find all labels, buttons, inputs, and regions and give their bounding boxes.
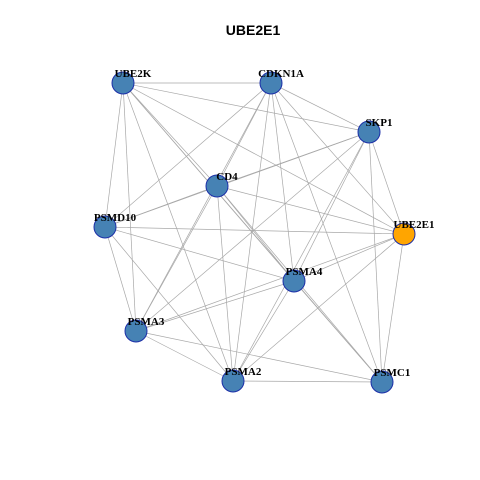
- node-psmc1: [370, 370, 394, 394]
- edge-psmd10-psma2: [104, 226, 234, 382]
- node-ube2e1: [392, 222, 416, 246]
- node-label-psma2: PSMA2: [225, 366, 262, 378]
- edge-ube2e1-psma4: [293, 233, 405, 282]
- edge-cd4-psma2: [216, 185, 234, 382]
- edge-skp1-ube2e1: [368, 131, 405, 235]
- edge-cd4-psmd10: [104, 185, 218, 228]
- edge-cdkn1a-psma3: [135, 82, 272, 332]
- edge-cdkn1a-psma4: [270, 82, 295, 282]
- edge-ube2k-psma2: [122, 82, 234, 382]
- diagram-title: UBE2E1: [226, 22, 281, 38]
- edge-psma4-psma3: [135, 280, 295, 332]
- node-label-skp1: SKP1: [366, 117, 393, 129]
- node-label-cd4: CD4: [216, 171, 238, 183]
- node-label-cdkn1a: CDKN1A: [258, 68, 304, 80]
- edge-layer: [104, 82, 405, 383]
- node-psma4: [282, 269, 306, 293]
- node-skp1: [357, 120, 381, 144]
- edge-ube2k-ube2e1: [122, 82, 405, 235]
- label-layer: UBE2K CDKN1A SKP1CD4PSMD10UBE2E1PSMA4PSMA3…: [94, 68, 435, 379]
- edge-psma4-psmc1: [293, 280, 383, 383]
- node-label-psmd10: PSMD10: [94, 212, 137, 224]
- edge-cdkn1a-skp1: [270, 82, 370, 133]
- edge-ube2e1-psma2: [232, 233, 405, 382]
- edge-skp1-psma3: [135, 131, 370, 332]
- edge-psmd10-ube2e1: [104, 226, 405, 235]
- edge-cd4-psma4: [216, 185, 295, 282]
- edge-ube2e1-psmc1: [381, 233, 405, 383]
- edge-psma2-psmc1: [232, 380, 383, 383]
- node-label-psmc1: PSMC1: [374, 367, 411, 379]
- edge-psmd10-psma3: [104, 226, 137, 332]
- node-layer: [93, 71, 416, 394]
- node-psmd10: [93, 215, 117, 239]
- edge-ube2k-skp1: [122, 82, 370, 133]
- node-label-ube2k: UBE2K: [115, 68, 152, 80]
- edge-psma4-psma2: [232, 280, 295, 382]
- edge-ube2k-psma3: [122, 82, 137, 332]
- edge-cd4-ube2e1: [216, 185, 405, 235]
- node-ube2k: [111, 71, 135, 95]
- edge-skp1-psma4: [293, 131, 370, 282]
- node-psma2: [221, 369, 245, 393]
- edge-ube2e1-psma3: [135, 233, 405, 332]
- edge-psma3-psmc1: [135, 330, 383, 383]
- edge-cdkn1a-psmd10: [104, 82, 272, 228]
- node-label-psma3: PSMA3: [128, 316, 165, 328]
- edge-skp1-psma2: [232, 131, 370, 382]
- edge-psmd10-psma4: [104, 226, 295, 282]
- edge-cd4-psma3: [135, 185, 218, 332]
- node-label-ube2e1: UBE2E1: [394, 219, 435, 231]
- edge-ube2k-cd4: [122, 82, 218, 187]
- node-cd4: [205, 174, 229, 198]
- node-cdkn1a: [259, 71, 283, 95]
- edge-skp1-psmc1: [368, 131, 383, 383]
- edge-ube2k-psmd10: [104, 82, 124, 228]
- node-psma3: [124, 319, 148, 343]
- edge-psma3-psma2: [135, 330, 234, 382]
- node-label-psma4: PSMA4: [286, 266, 323, 278]
